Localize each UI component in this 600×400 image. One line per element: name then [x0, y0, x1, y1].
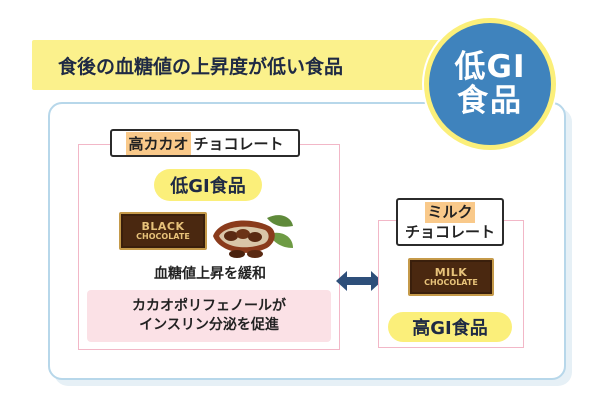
effect-text: 血糖値上昇を緩和	[96, 262, 324, 284]
milk-label-highlight: ミルク	[425, 201, 475, 223]
low-gi-pill-text: 低GI食品	[170, 176, 246, 197]
note-line2: インスリン分泌を促進	[139, 317, 279, 333]
milk-chocolate-label: ミルク チョコレート	[396, 198, 504, 246]
dark-label-rest: チョコレート	[193, 134, 284, 153]
black-chocolate-bar: BLACK CHOCOLATE	[119, 212, 207, 250]
badge-line1: 低GI	[454, 48, 526, 85]
milk-chocolate-bar: MILK CHOCOLATE	[408, 258, 494, 296]
milk-label-rest: チョコレート	[404, 223, 495, 241]
title-banner: 食後の血糖値の上昇度が低い食品	[32, 40, 472, 90]
cacao-pod-icon	[213, 215, 293, 258]
milk-bar-line2: CHOCOLATE	[424, 277, 478, 287]
badge-line2: 食品	[457, 83, 523, 119]
polyphenol-note: カカオポリフェノールが インスリン分泌を促進	[87, 290, 331, 342]
black-bar-line1: BLACK	[141, 220, 185, 234]
milk-bar-line1: MILK	[434, 266, 468, 280]
dark-chocolate-label: 高カカオ チョコレート	[110, 129, 300, 157]
effect-label: 血糖値上昇を緩和	[154, 266, 266, 282]
double-arrow-icon	[336, 271, 382, 291]
high-gi-pill-text: 高GI食品	[412, 318, 488, 339]
low-gi-badge: 低GI 食品	[424, 18, 556, 150]
high-gi-pill: 高GI食品	[388, 312, 512, 342]
dark-label-highlight: 高カカオ	[126, 131, 191, 155]
banner-title: 食後の血糖値の上昇度が低い食品	[58, 55, 344, 78]
black-bar-line2: CHOCOLATE	[136, 231, 190, 241]
note-line1: カカオポリフェノールが	[132, 298, 286, 315]
low-gi-pill: 低GI食品	[154, 169, 262, 201]
